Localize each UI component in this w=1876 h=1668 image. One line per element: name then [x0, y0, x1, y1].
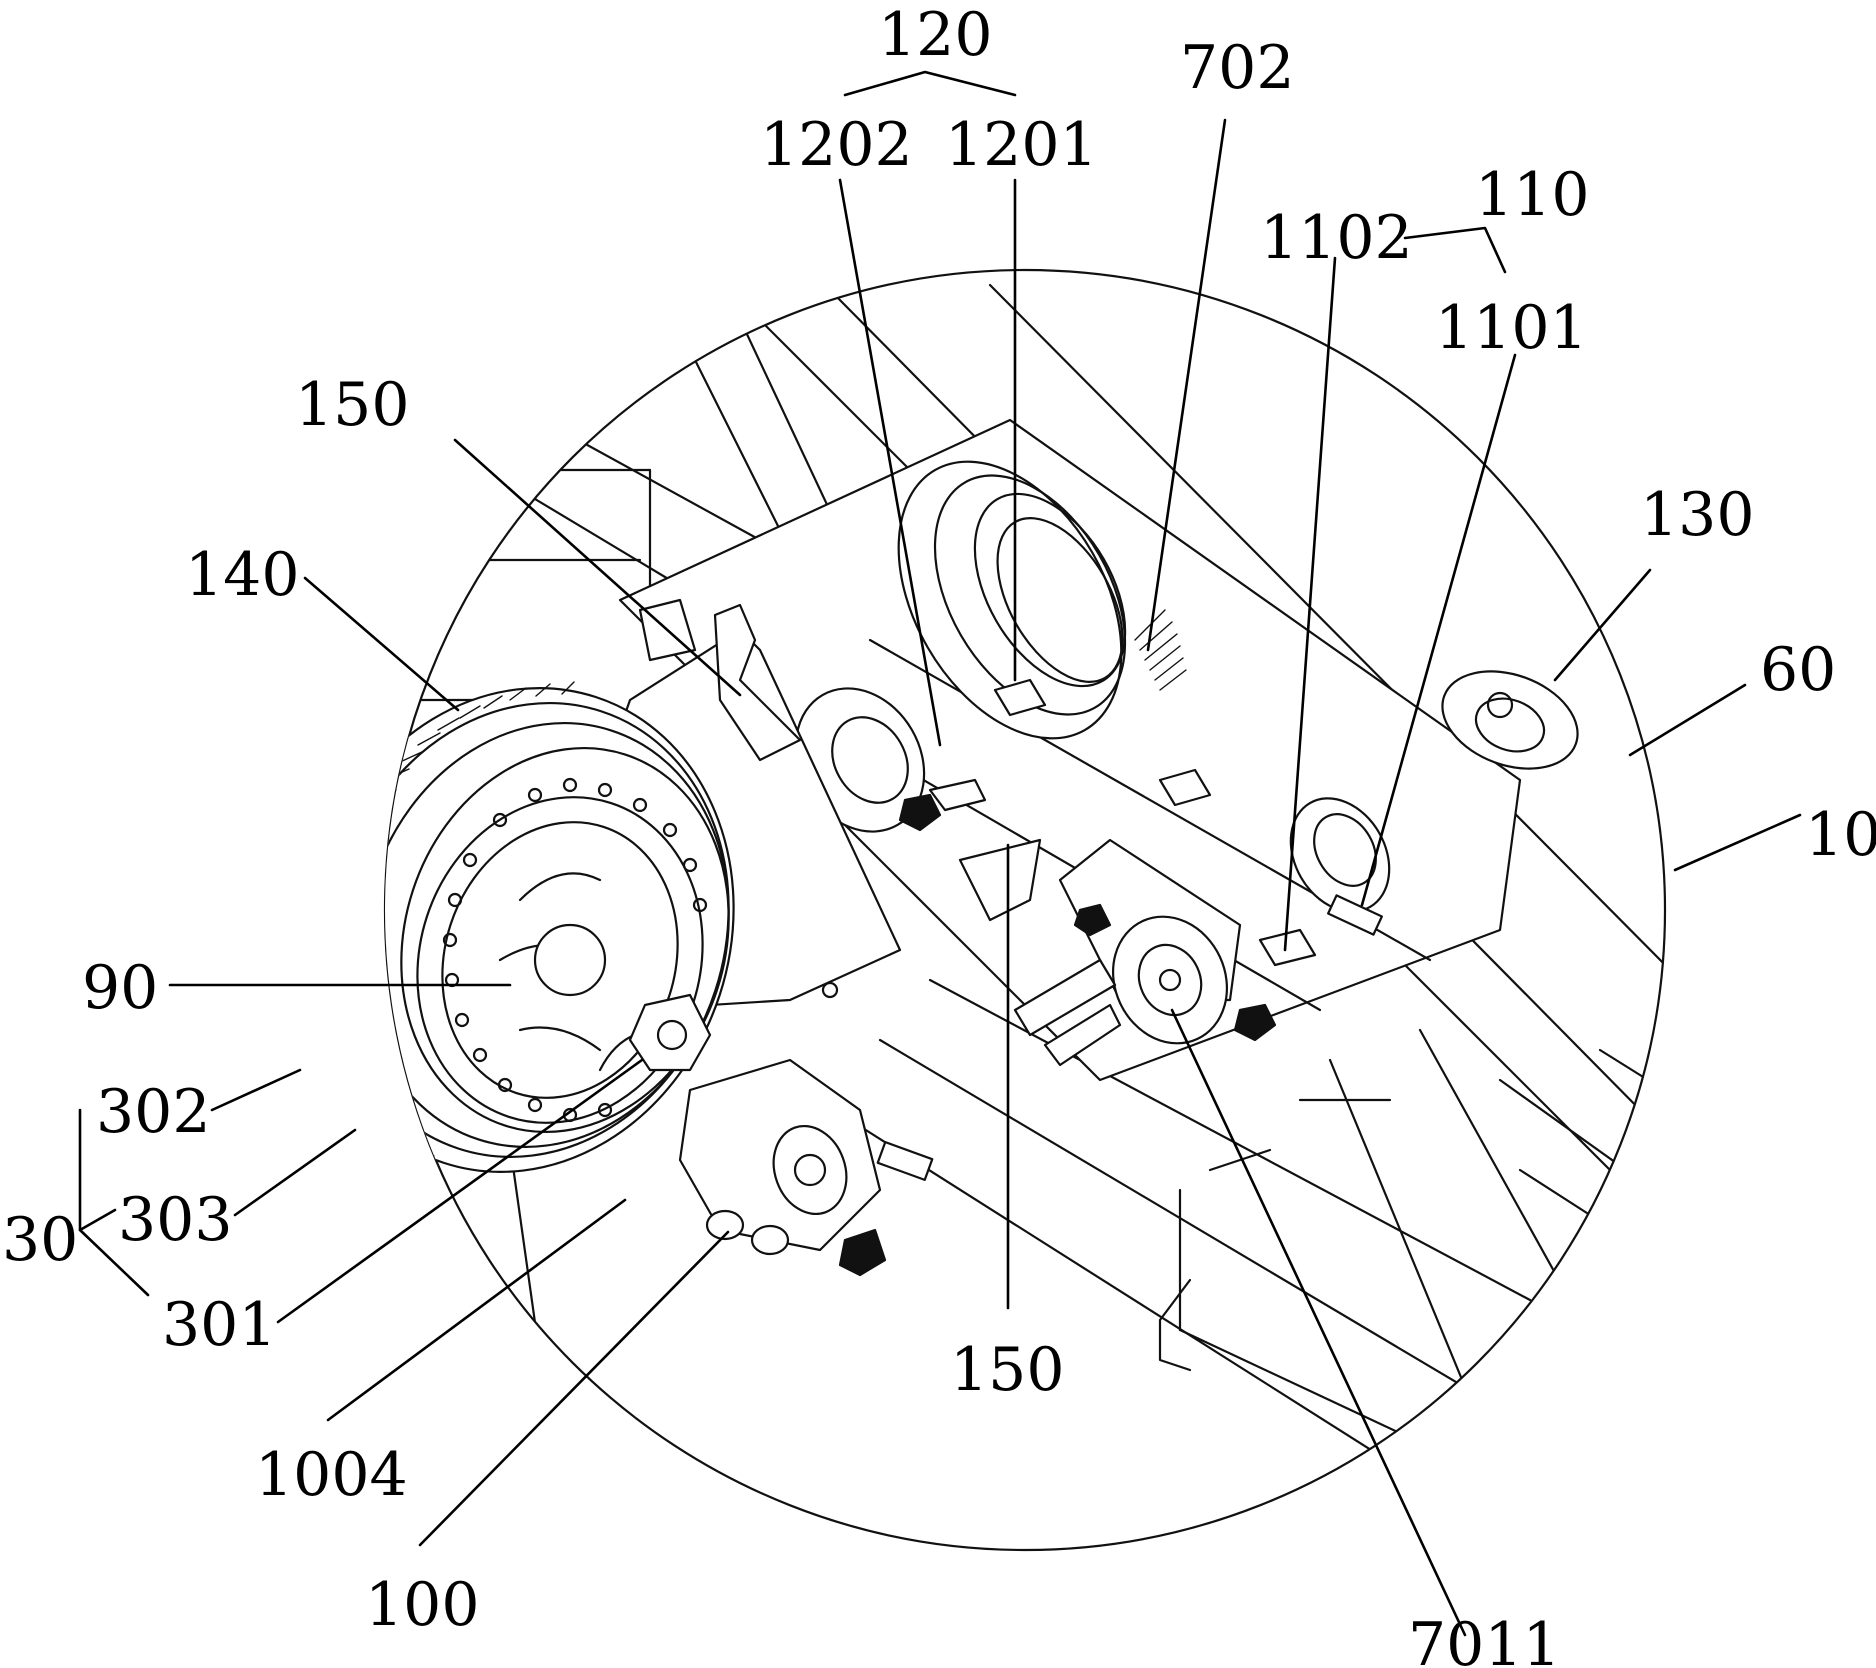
label-1004: 1004 — [255, 1440, 408, 1510]
leader-10 — [1675, 815, 1800, 870]
leader-302 — [212, 1070, 300, 1110]
label-110: 110 — [1475, 160, 1590, 230]
leader-130 — [1555, 570, 1650, 680]
label-302: 302 — [96, 1077, 211, 1147]
label-100: 100 — [365, 1570, 480, 1640]
label-150-bottom: 150 — [950, 1335, 1065, 1405]
label-1202: 1202 — [760, 110, 913, 180]
label-10: 10 — [1805, 800, 1876, 870]
leader-1004 — [328, 1200, 625, 1420]
label-90: 90 — [82, 953, 158, 1023]
brake-caliper — [630, 995, 932, 1275]
label-120: 120 — [878, 0, 993, 70]
label-1102: 1102 — [1260, 203, 1413, 273]
label-140: 140 — [185, 540, 300, 610]
leader-7011 — [1172, 1010, 1465, 1635]
label-702: 702 — [1180, 33, 1295, 103]
leader-60 — [1630, 685, 1745, 755]
label-150-top: 150 — [295, 370, 410, 440]
label-7011: 7011 — [1408, 1610, 1561, 1668]
leader-303 — [235, 1130, 355, 1215]
label-1201: 1201 — [945, 110, 1098, 180]
label-130: 130 — [1640, 480, 1755, 550]
label-1101: 1101 — [1435, 293, 1588, 363]
label-301: 301 — [162, 1290, 277, 1360]
bracket-110 — [1405, 228, 1505, 272]
label-303: 303 — [118, 1185, 233, 1255]
leader-140 — [305, 578, 458, 710]
leader-30-mid — [80, 1210, 115, 1230]
bracket-120 — [845, 72, 1015, 95]
label-30: 30 — [2, 1205, 78, 1275]
leader-100 — [420, 1232, 728, 1545]
label-60: 60 — [1760, 635, 1836, 705]
